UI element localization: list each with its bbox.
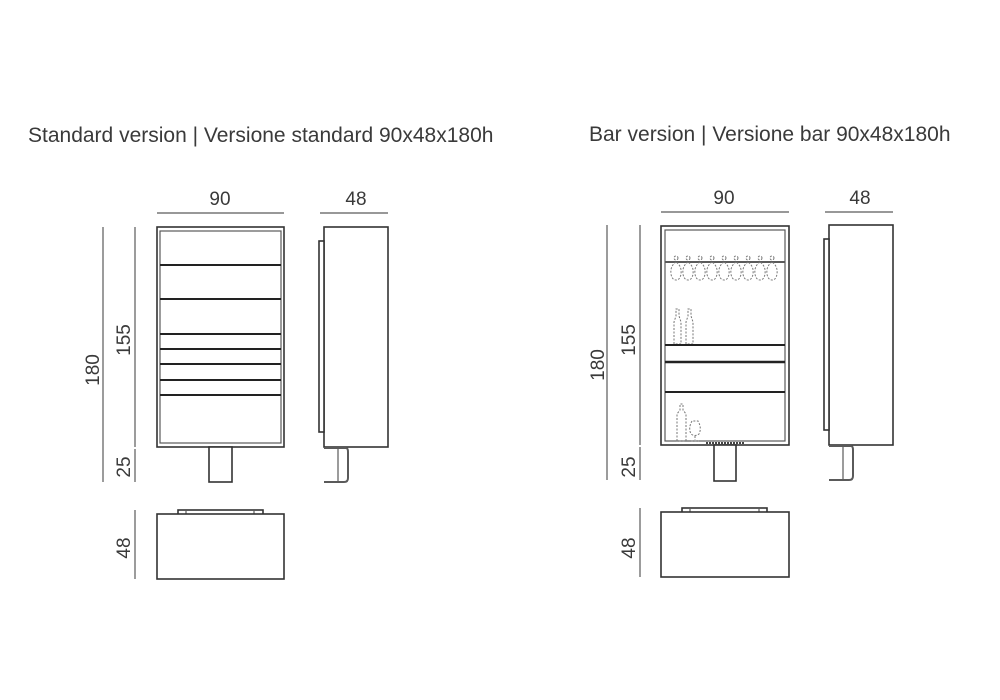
foot-height-label: 25 <box>619 456 640 477</box>
bottles-icon <box>673 308 701 442</box>
bar-version: Bar version | Versione bar 90x48x180h 90… <box>588 123 951 578</box>
width-label: 90 <box>713 188 734 209</box>
body-height-label: 155 <box>114 324 135 356</box>
top-view <box>156 509 285 580</box>
bar-title: Bar version | Versione bar 90x48x180h <box>589 123 951 146</box>
depth-label: 48 <box>345 189 366 210</box>
top-depth-label: 48 <box>114 537 135 558</box>
width-label: 90 <box>209 189 230 210</box>
total-height-label: 180 <box>83 354 104 386</box>
top-view <box>660 507 790 578</box>
front-view <box>156 226 285 483</box>
wine-glasses-icon <box>670 255 778 281</box>
foot-height-label: 25 <box>114 456 135 477</box>
standard-version: Standard version | Versione standard 90x… <box>28 124 493 580</box>
standard-title: Standard version | Versione standard 90x… <box>28 124 493 147</box>
body-height-label: 155 <box>619 324 640 356</box>
side-view <box>823 224 894 481</box>
front-view <box>660 225 790 482</box>
side-view <box>318 226 389 483</box>
total-height-label: 180 <box>588 349 609 381</box>
top-depth-label: 48 <box>619 537 640 558</box>
depth-label: 48 <box>849 188 870 209</box>
